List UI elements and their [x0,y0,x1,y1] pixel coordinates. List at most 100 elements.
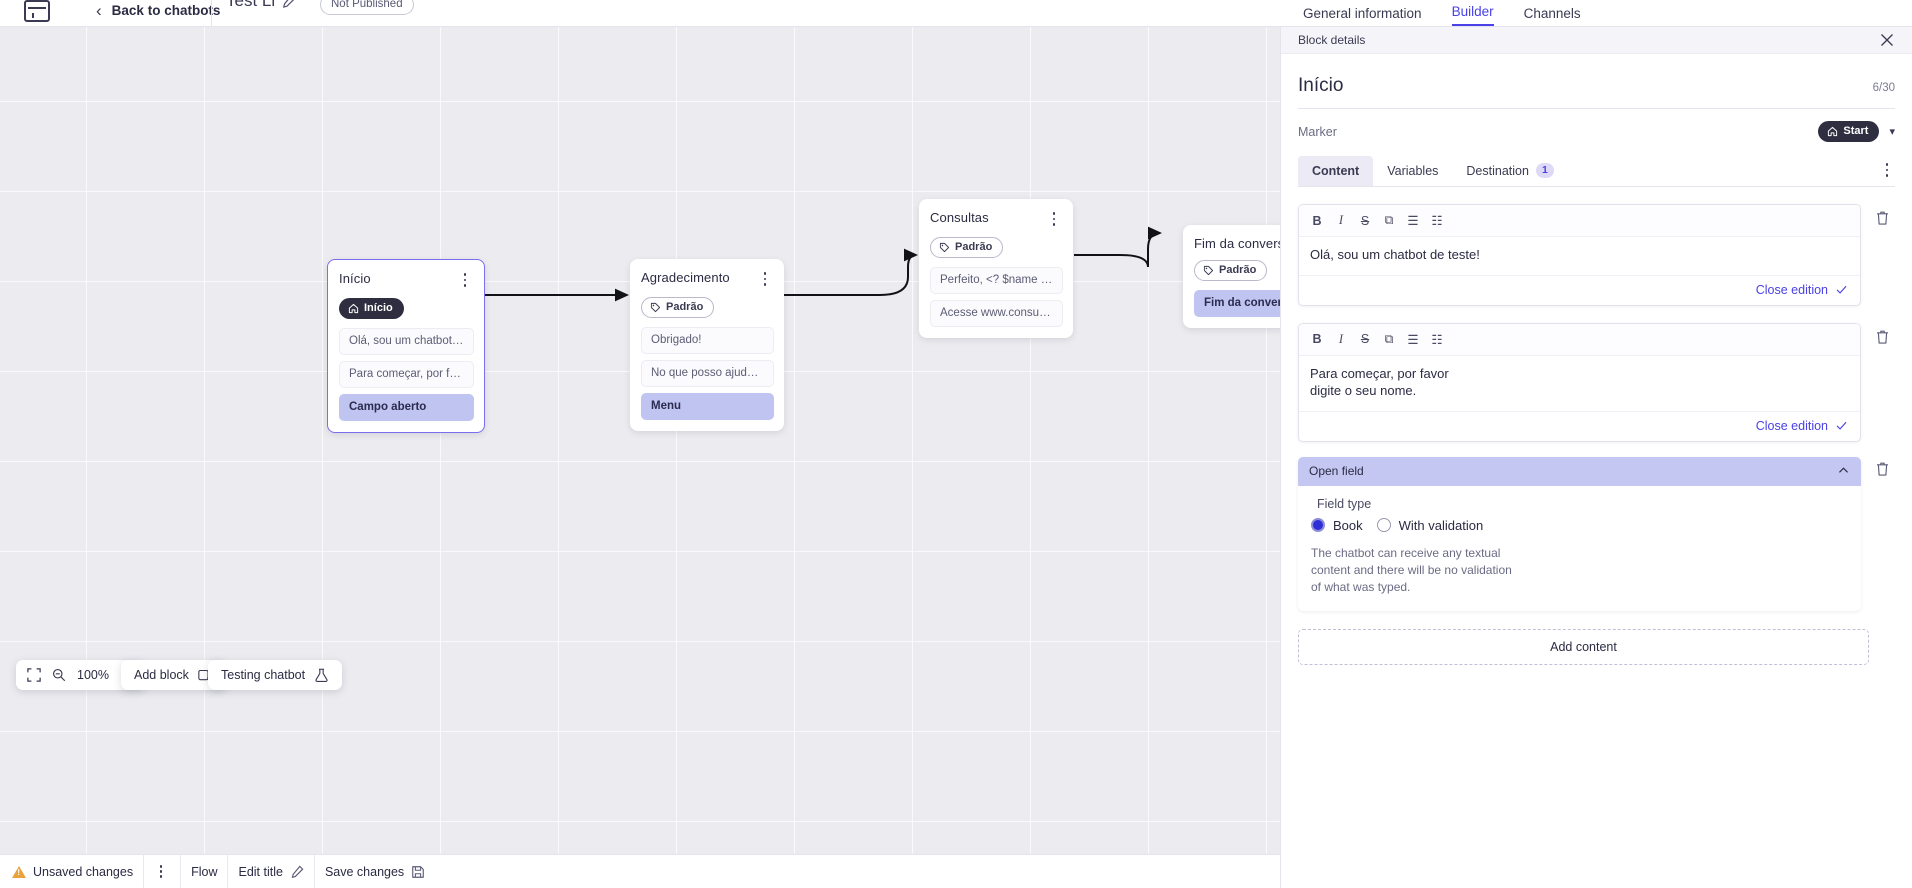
node-row[interactable]: Menu [641,393,774,420]
editor-text[interactable]: Olá, sou um chatbot de teste! [1310,247,1480,262]
save-changes-button[interactable]: Save changes [325,865,425,879]
panel-content-scroll: B I S ⧉ ☰ ☷ Olá, sou um chatbot de teste… [1281,204,1912,665]
rich-text-editor[interactable]: B I S ⧉ ☰ ☷ Olá, sou um chatbot de teste… [1298,204,1861,306]
node-menu-button[interactable] [1047,210,1061,228]
close-icon[interactable] [1879,32,1895,48]
chevron-up-icon[interactable] [1837,464,1850,477]
strikethrough-icon[interactable]: S [1360,213,1370,228]
flow-label: Flow [191,864,218,879]
status-bar: Unsaved changes Flow Edit title Save cha… [0,854,1280,888]
marker-value-chip[interactable]: Start [1818,121,1880,142]
node-row[interactable]: Perfeito, <? $name ?>! [930,267,1063,294]
flow-node-consultas[interactable]: Consultas Padrão Perfeito, <? $name ?>! … [919,199,1073,338]
app-logo-icon[interactable] [24,0,50,22]
marker-label: Marker [1298,124,1337,139]
radio-button[interactable] [1311,518,1325,533]
add-content-button[interactable]: Add content [1298,628,1869,665]
node-header: Início [339,271,474,289]
italic-icon[interactable]: I [1338,331,1344,346]
numbered-list-icon[interactable]: ☷ [1431,332,1443,347]
open-field-header[interactable]: Open field [1298,456,1861,486]
node-row[interactable]: Olá, sou um chatbot de teste! [339,328,474,355]
editor-toolbar: B I S ⧉ ☰ ☷ [1299,323,1860,356]
editor-text[interactable]: Para começar, por favor digite o seu nom… [1310,365,1449,398]
status-menu-button[interactable] [154,863,168,881]
bold-icon[interactable]: B [1312,332,1322,347]
unsaved-changes-indicator: Unsaved changes [12,865,133,879]
check-icon[interactable] [1835,419,1848,432]
delete-open-field-button[interactable] [1869,461,1895,477]
rich-text-editor[interactable]: B I S ⧉ ☰ ☷ Para começar, por favor digi… [1298,322,1861,442]
node-marker-label: Padrão [1219,264,1257,276]
tab-general-information[interactable]: General information [1303,6,1422,21]
radio-label: Book [1333,517,1363,533]
node-row[interactable]: Campo aberto [339,394,474,421]
chevron-left-icon[interactable]: ‹ [96,0,102,20]
open-field-description: The chatbot can receive any textual cont… [1311,545,1512,595]
delete-content-button[interactable] [1869,329,1895,345]
close-edition-button[interactable]: Close edition [1755,418,1828,433]
flow-button[interactable]: Flow [191,865,217,879]
panel-more-button[interactable] [1879,160,1895,180]
edit-title-button[interactable]: Edit title [238,865,304,879]
node-row-list: Obrigado! No que posso ajudar, <? $name … [641,327,774,420]
flow-edges [485,226,1162,302]
radio-button[interactable] [1376,518,1391,533]
testing-chatbot-button[interactable]: Testing chatbot [208,660,343,690]
divider [1298,108,1895,109]
flow-node-inicio[interactable]: Início Início Olá, sou um chatbot de tes… [327,259,485,433]
zoom-level: 100% [77,668,109,682]
home-icon [1828,126,1838,136]
node-row[interactable]: No que posso ajudar, <? $name ... [641,360,774,387]
tab-variables[interactable]: Variables [1373,156,1452,186]
radio-option-with-validation[interactable]: With validation [1376,518,1483,533]
bold-icon[interactable]: B [1312,213,1322,228]
node-row[interactable]: Obrigado! [641,327,774,354]
link-icon[interactable]: ⧉ [1384,213,1394,227]
node-row[interactable]: Acesse www.consultas.com par... [930,300,1063,327]
node-row[interactable]: Fim da conversa [1194,290,1280,317]
node-row-list: Fim da conversa [1194,290,1280,317]
chevron-down-icon[interactable]: ▾ [1889,126,1895,138]
divider [180,854,182,888]
field-type-radio-group: Book With validation [1311,518,1848,533]
tag-icon [1203,265,1214,275]
node-header: Fim da conversa [1194,236,1280,251]
add-block-label: Add block [134,668,189,682]
tab-content[interactable]: Content [1298,156,1374,186]
check-icon[interactable] [1835,283,1848,296]
back-to-chatbots-link[interactable]: Back to chatbots [111,2,221,18]
pencil-icon[interactable] [281,0,297,9]
flow-node-fim-da-conversa[interactable]: Fim da conversa Padrão Fim da conversa [1183,225,1280,328]
node-row[interactable]: Para começar, por favor digite o ... [339,361,474,388]
numbered-list-icon[interactable]: ☷ [1431,214,1443,228]
tab-builder[interactable]: Builder [1451,4,1494,26]
tab-channels[interactable]: Channels [1523,6,1581,21]
open-field-title: Open field [1309,463,1364,478]
node-menu-button[interactable] [458,271,472,289]
fit-screen-icon[interactable] [27,668,41,682]
node-marker-chip: Padrão [930,237,1004,258]
delete-content-button[interactable] [1869,210,1895,226]
zoom-out-icon[interactable] [52,668,66,682]
node-title: Consultas [930,210,989,225]
link-icon[interactable]: ⧉ [1384,331,1394,346]
radio-option-book[interactable]: Book [1311,518,1363,533]
flow-canvas[interactable]: Início Início Olá, sou um chatbot de tes… [0,27,1280,888]
editor-footer: Close edition [1299,410,1860,441]
marker-control[interactable]: Start ▾ [1818,121,1895,142]
strikethrough-icon[interactable]: S [1360,332,1370,347]
node-title: Fim da conversa [1194,236,1280,251]
italic-icon[interactable]: I [1338,213,1344,227]
close-edition-button[interactable]: Close edition [1755,282,1828,297]
marker-value-label: Start [1843,125,1869,137]
tab-destination[interactable]: Destination 1 [1452,156,1567,186]
marker-row: Marker Start ▾ [1298,109,1895,142]
node-menu-button[interactable] [758,270,772,288]
flow-node-agradecimento[interactable]: Agradecimento Padrão Obrigado! No que po… [630,259,784,431]
home-icon [348,303,359,313]
bullet-list-icon[interactable]: ☰ [1407,214,1419,228]
field-type-label: Field type [1317,496,1372,511]
open-field-panel: Open field Field type Book Wi [1298,456,1861,611]
bullet-list-icon[interactable]: ☰ [1407,332,1419,347]
